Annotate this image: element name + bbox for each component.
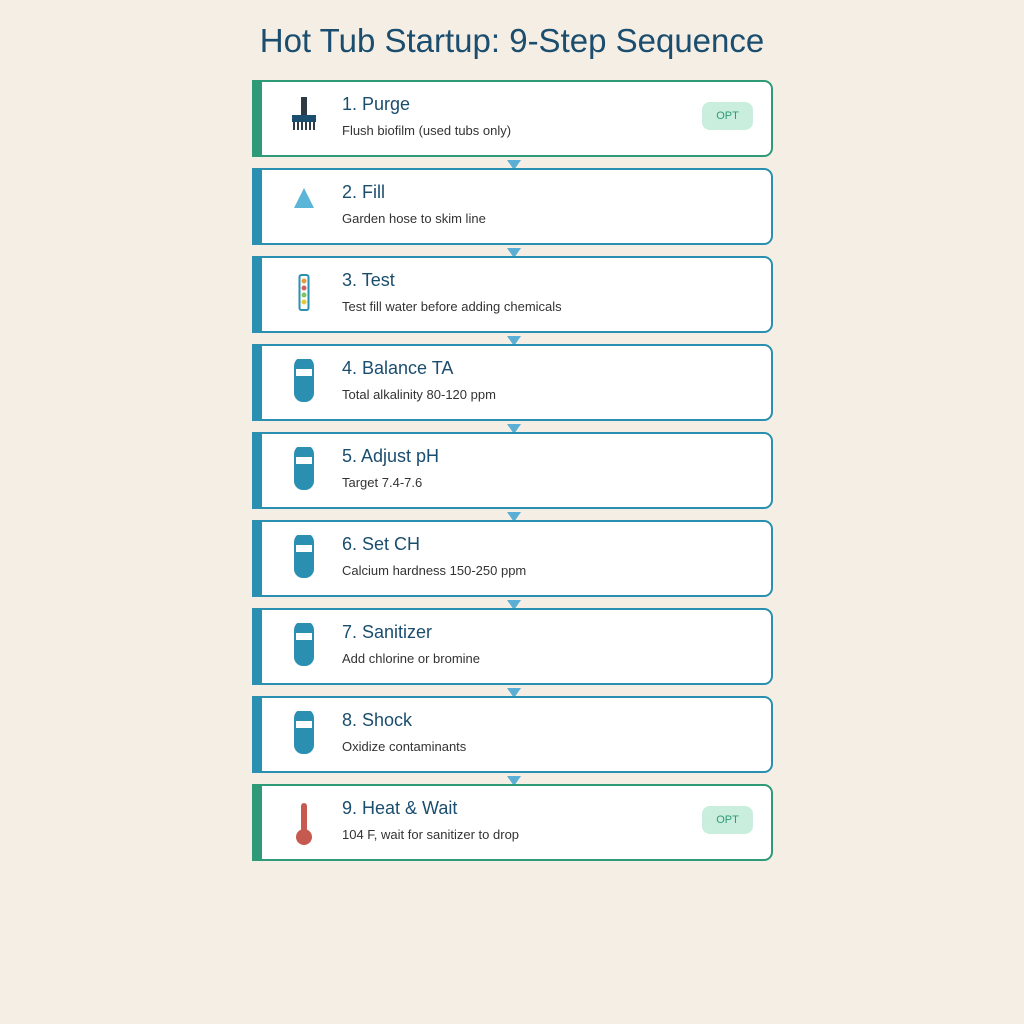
step-card-adjust-ph: 5. Adjust pH Target 7.4-7.6 bbox=[252, 432, 773, 522]
step-title: 5. Adjust pH bbox=[342, 446, 440, 466]
step-description: Test fill water before adding chemicals bbox=[342, 299, 562, 314]
step-card-fill: 2. Fill Garden hose to skim line bbox=[252, 168, 773, 258]
step-card-test: 3. Test Test fill water before adding ch… bbox=[252, 256, 773, 346]
step-card-sanitizer: 7. Sanitizer Add chlorine or bromine bbox=[252, 608, 773, 698]
step-description: Add chlorine or bromine bbox=[342, 651, 481, 666]
step-card-heat-wait: 9. Heat & Wait 104 F, wait for sanitizer… bbox=[252, 784, 773, 861]
arrow-down-icon bbox=[507, 776, 521, 786]
step-description: Garden hose to skim line bbox=[342, 211, 486, 226]
step-title: 7. Sanitizer bbox=[342, 622, 433, 642]
step-card-set-ch: 6. Set CH Calcium hardness 150-250 ppm bbox=[252, 520, 773, 610]
step-title: 8. Shock bbox=[342, 710, 413, 730]
step-description: Total alkalinity 80-120 ppm bbox=[342, 387, 496, 402]
step-description: Calcium hardness 150-250 ppm bbox=[342, 563, 527, 578]
arrow-down-icon bbox=[507, 424, 521, 434]
diagram-title: Hot Tub Startup: 9-Step Sequence bbox=[259, 22, 765, 59]
step-card-shock: 8. Shock Oxidize contaminants bbox=[252, 696, 773, 786]
chemical-bottle-icon bbox=[284, 447, 324, 493]
card-accent-bar bbox=[252, 344, 262, 421]
step-title: 9. Heat & Wait bbox=[342, 798, 458, 818]
step-description: 104 F, wait for sanitizer to drop bbox=[342, 827, 520, 842]
step-description: Target 7.4-7.6 bbox=[342, 475, 423, 490]
step-title: 2. Fill bbox=[342, 182, 386, 202]
step-title: 4. Balance TA bbox=[342, 358, 454, 378]
thermometer-icon bbox=[284, 799, 324, 845]
step-title: 3. Test bbox=[342, 270, 395, 290]
card-accent-bar bbox=[252, 520, 262, 597]
arrow-down-icon bbox=[507, 600, 521, 610]
water-drop-icon bbox=[284, 183, 324, 229]
step-description: Oxidize contaminants bbox=[342, 739, 467, 754]
arrow-down-icon bbox=[507, 688, 521, 698]
card-accent-bar bbox=[252, 432, 262, 509]
step-description: Flush biofilm (used tubs only) bbox=[342, 123, 512, 138]
card-accent-bar bbox=[252, 784, 262, 861]
step-title: 1. Purge bbox=[342, 94, 411, 114]
optional-badge: OPT bbox=[702, 102, 753, 130]
card-accent-bar bbox=[252, 256, 262, 333]
step-card-balance-ta: 4. Balance TA Total alkalinity 80-120 pp… bbox=[252, 344, 773, 434]
card-accent-bar bbox=[252, 80, 262, 157]
arrow-down-icon bbox=[507, 512, 521, 522]
card-accent-bar bbox=[252, 168, 262, 245]
brush-icon bbox=[284, 95, 324, 141]
optional-badge: OPT bbox=[702, 806, 753, 834]
chemical-bottle-icon bbox=[284, 359, 324, 405]
chemical-bottle-icon bbox=[284, 711, 324, 757]
step-title: 6. Set CH bbox=[342, 534, 421, 554]
arrow-down-icon bbox=[507, 160, 521, 170]
chemical-bottle-icon bbox=[284, 623, 324, 669]
arrow-down-icon bbox=[507, 248, 521, 258]
test-strip-icon bbox=[284, 271, 324, 317]
steps-flow: 1. Purge Flush biofilm (used tubs only) … bbox=[252, 80, 773, 872]
chemical-bottle-icon bbox=[284, 535, 324, 581]
card-accent-bar bbox=[252, 696, 262, 773]
card-accent-bar bbox=[252, 608, 262, 685]
step-card-purge: 1. Purge Flush biofilm (used tubs only) … bbox=[252, 80, 773, 170]
arrow-down-icon bbox=[507, 336, 521, 346]
